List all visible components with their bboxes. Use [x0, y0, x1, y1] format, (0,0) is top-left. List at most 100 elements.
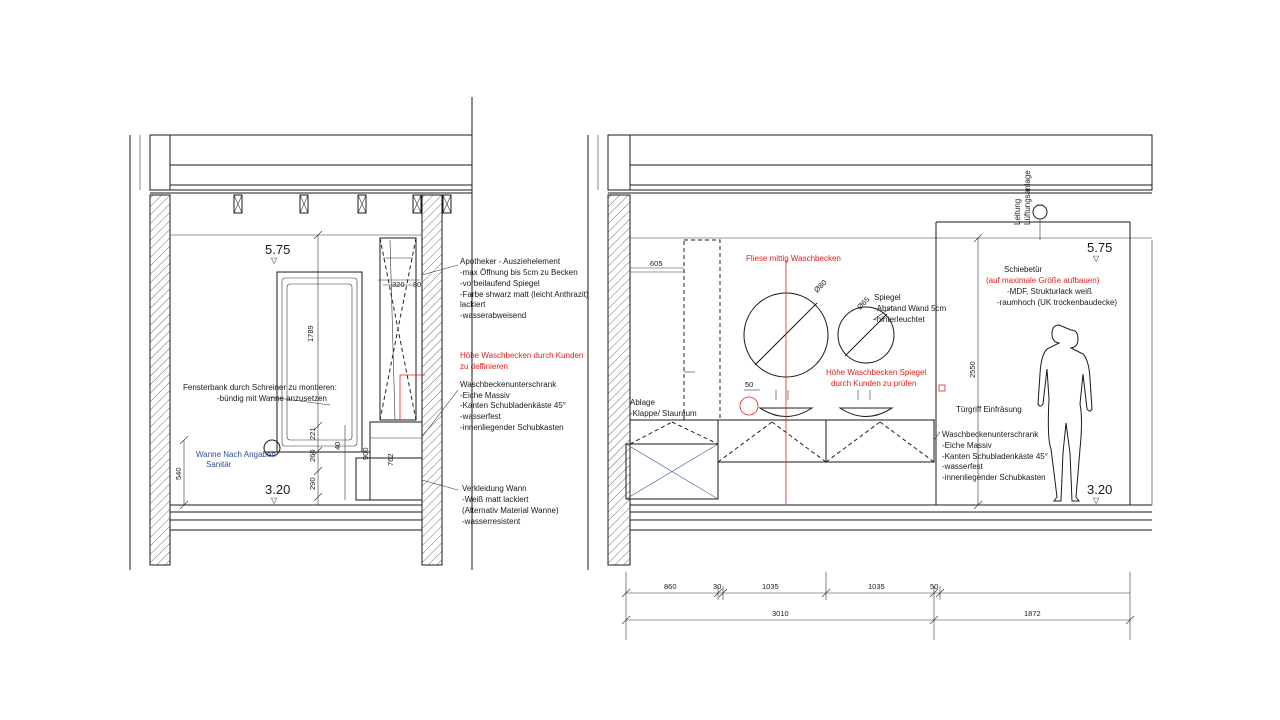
svg-text:-Weiß matt lackiert: -Weiß matt lackiert — [462, 495, 529, 504]
right-elev-wall-hatched — [607, 194, 631, 566]
svg-text:-Eiche Massiv: -Eiche Massiv — [942, 441, 992, 450]
dim-860: 860 — [664, 582, 677, 591]
svg-text:▽: ▽ — [271, 256, 278, 265]
svg-text:Waschbeckenunterschrank: Waschbeckenunterschrank — [460, 380, 557, 389]
ventilation-symbol — [1032, 204, 1048, 220]
svg-text:lackiert: lackiert — [460, 300, 486, 309]
svg-text:(auf maximale Größe aufbauen): (auf maximale Größe aufbauen) — [986, 276, 1100, 285]
dim-1035-a: 1035 — [762, 582, 779, 591]
fliese-note: Fliese mittig Waschbecken — [746, 254, 841, 263]
svg-text:Ablage: Ablage — [630, 398, 655, 407]
dim-50-bottom: 50 — [930, 582, 938, 591]
svg-text:Spiegel: Spiegel — [874, 293, 901, 302]
left-wall-hatched — [149, 194, 171, 566]
svg-text:-raumhoch (UK trockenbaudecke): -raumhoch (UK trockenbaudecke) — [997, 298, 1117, 307]
hoehe-waschbecken-note: Höhe Waschbecken durch Kunden zu deffini… — [460, 351, 583, 371]
svg-text:Leitung: Leitung — [1013, 199, 1022, 225]
basin-right — [838, 407, 894, 417]
spiegel-note: Spiegel -Abstand Wand 5cm -hinterleuchte… — [874, 293, 947, 324]
svg-text:-Abstand Wand 5cm: -Abstand Wand 5cm — [874, 304, 947, 313]
right-level-top: 5.75 — [1087, 240, 1112, 255]
svg-text:Apotheker - Ausziehelement: Apotheker - Ausziehelement — [460, 257, 561, 266]
ablage-cabinet — [625, 443, 719, 500]
right-wall-hatched — [421, 194, 443, 566]
fensterbank-note: Fensterbank durch Schreiner zu montieren… — [183, 383, 337, 403]
svg-text:-Kanten Schubladenkäste 45°: -Kanten Schubladenkäste 45° — [460, 401, 566, 410]
dim-dia65: Ø65 — [855, 295, 871, 311]
dim-1789: 1789 — [306, 325, 315, 342]
svg-text:-wasserfest: -wasserfest — [460, 412, 502, 421]
dim-540: 540 — [174, 467, 183, 480]
svg-text:Sanitär: Sanitär — [206, 460, 232, 469]
dim-3010: 3010 — [772, 609, 789, 618]
svg-text:Wanne Nach Angaben: Wanne Nach Angaben — [196, 450, 276, 459]
dim-320: 320 — [392, 280, 405, 289]
hoehe-spiegel-note: Höhe Waschbecken Spiegel durch Kunden zu… — [826, 368, 926, 388]
dim-30: 30 — [713, 582, 721, 591]
svg-text:▽: ▽ — [271, 496, 278, 505]
left-elevation — [129, 97, 473, 570]
svg-text:-max Öffnung bis 5cm zu Becken: -max Öffnung bis 5cm zu Becken — [460, 268, 578, 277]
svg-text:-Eiche Massiv: -Eiche Massiv — [460, 391, 510, 400]
svg-text:-wasserfest: -wasserfest — [942, 462, 984, 471]
bottom-dimension-chain — [621, 572, 1135, 640]
dim-762: 762 — [386, 453, 395, 466]
bathtub-cladding — [355, 457, 423, 501]
svg-text:-Farbe shwarz matt (leicht Ant: -Farbe shwarz matt (leicht Anthrazit) — [460, 290, 589, 299]
svg-text:-innenliegender Schubkasten: -innenliegender Schubkasten — [942, 473, 1046, 482]
tuergriff-note: Türgriff Einfräsung — [956, 405, 1022, 414]
wanne-note: Wanne Nach Angaben Sanitär — [196, 450, 276, 469]
basin-left — [758, 407, 814, 417]
svg-text:-wasserresistent: -wasserresistent — [462, 517, 521, 526]
svg-text:Lüftungsanlage: Lüftungsanlage — [1023, 170, 1032, 225]
left-level-bottom: 3.20 — [265, 482, 290, 497]
window-frame — [276, 271, 363, 453]
dim-40: 40 — [333, 442, 342, 450]
apotheker-cabinet — [379, 237, 417, 421]
svg-text:-Klappe/ Stauraum: -Klappe/ Stauraum — [630, 409, 697, 418]
svg-text:-MDF, Strukturlack weiß: -MDF, Strukturlack weiß — [1007, 287, 1092, 296]
right-elevation — [587, 134, 1153, 570]
svg-text:zu deffinieren: zu deffinieren — [460, 362, 508, 371]
apotheker-note: Apotheker - Ausziehelement -max Öffnung … — [460, 257, 589, 320]
human-figure — [1037, 324, 1093, 502]
svg-text:-wasserabweisend: -wasserabweisend — [460, 311, 526, 320]
leitung-note: Leitung Lüftungsanlage — [1013, 170, 1032, 225]
ablage-note: Ablage -Klappe/ Stauraum — [630, 398, 697, 418]
verkleidung-note: Verkleidung Wann -Weiß matt lackiert (Al… — [462, 484, 559, 526]
svg-text:Schiebetür: Schiebetür — [1004, 265, 1043, 274]
svg-text:durch Kunden zu prüfen: durch Kunden zu prüfen — [831, 379, 916, 388]
dim-1035-b: 1035 — [868, 582, 885, 591]
ceiling-joists — [233, 194, 452, 214]
dim-605: 605 — [650, 259, 663, 268]
left-waschbecken-note: Waschbeckenunterschrank -Eiche Massiv -K… — [460, 380, 566, 432]
mirror-small — [837, 306, 895, 364]
svg-text:-vorbeilaufend Spiegel: -vorbeilaufend Spiegel — [460, 279, 540, 288]
dim-dia80: Ø80 — [812, 278, 828, 294]
ablage-dashed-outline — [683, 239, 721, 421]
schiebetuer-note: Schiebetür (auf maximale Größe aufbauen)… — [986, 265, 1117, 307]
fitting-symbol — [263, 439, 281, 457]
svg-text:-hinterleuchtet: -hinterleuchtet — [874, 315, 925, 324]
dim-900: 900 — [361, 447, 370, 460]
left-dimension-lines — [179, 230, 420, 510]
right-level-bottom: 3.20 — [1087, 482, 1112, 497]
dim-260: 260 — [308, 449, 317, 462]
svg-text:Höhe Waschbecken durch Kunden: Höhe Waschbecken durch Kunden — [460, 351, 583, 360]
dim-80: 80 — [413, 280, 421, 289]
svg-text:▽: ▽ — [1093, 496, 1100, 505]
svg-text:-bündig mit Wanne anzusetzen: -bündig mit Wanne anzusetzen — [217, 394, 327, 403]
svg-text:Höhe Waschbecken Spiegel: Höhe Waschbecken Spiegel — [826, 368, 926, 377]
svg-text:▽: ▽ — [1093, 254, 1100, 263]
red-detail-circle — [739, 396, 759, 416]
dim-290: 290 — [308, 477, 317, 490]
svg-text:Verkleidung Wann: Verkleidung Wann — [462, 484, 527, 493]
dim-1872: 1872 — [1024, 609, 1041, 618]
svg-text:Fensterbank durch Schreiner zu: Fensterbank durch Schreiner zu montieren… — [183, 383, 337, 392]
dim-50-top: 50 — [745, 380, 753, 389]
waschbecken-unterschrank — [369, 421, 423, 501]
left-level-top: 5.75 — [265, 242, 290, 257]
dim-221: 221 — [308, 427, 317, 440]
right-waschbecken-note: Waschbeckenunterschrank -Eiche Massiv -K… — [942, 430, 1048, 482]
